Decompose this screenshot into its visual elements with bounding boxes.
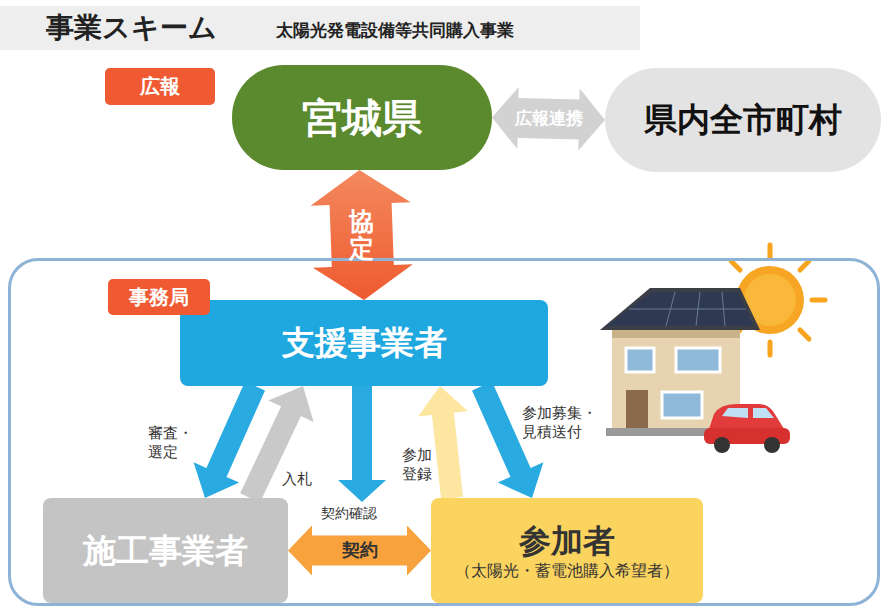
participant-box: 参加者（太陽光・蓄電池購入希望者） xyxy=(431,498,703,603)
government-box: 広報宮城県 xyxy=(232,65,492,170)
edge-label: 広報連携 xyxy=(515,108,583,129)
edge-label: 入札 xyxy=(282,470,322,489)
node-sublabel: （太陽光・蓄電池購入希望者） xyxy=(455,561,679,581)
edge-label: 審査・ 選定 xyxy=(148,424,198,462)
secretariat-region: 事務局支援事業者施工事業者 参加者（太陽光・蓄電池購入希望者） xyxy=(8,258,880,606)
edge-label: 参加 登録 xyxy=(402,446,438,484)
subtitle: 太陽光発電設備等共同購入事業 xyxy=(276,20,514,41)
contractor-box: 施工事業者 xyxy=(43,498,288,603)
edge-label: 契約 xyxy=(342,539,378,562)
municipality-box: 県内全市町村 xyxy=(605,68,881,172)
node-label: 宮城県 xyxy=(302,93,422,143)
node-label: 支援事業者 xyxy=(282,322,447,363)
badge-label: 事務局 xyxy=(108,279,210,315)
title-band xyxy=(0,6,640,50)
liaison-arrow xyxy=(492,87,605,150)
edge-label: 協定 xyxy=(349,208,374,263)
edge-label: 参加募集・ 見積送付 xyxy=(522,404,608,442)
support-operator-box: 支援事業者 xyxy=(180,300,548,386)
badge-label: 広報 xyxy=(105,68,215,105)
car xyxy=(704,404,790,453)
contract-arrow xyxy=(288,526,431,576)
contract-check-arrow xyxy=(338,383,386,502)
agreement-arrow xyxy=(311,170,413,300)
node-label: 県内全市町村 xyxy=(644,99,842,140)
diagram-title: 事業スキーム xyxy=(46,9,217,47)
node-label: 施工事業者 xyxy=(83,530,248,571)
house xyxy=(600,288,760,436)
node-label: 参加者 xyxy=(519,521,615,561)
contract-check-label: 契約確認 xyxy=(321,505,377,523)
